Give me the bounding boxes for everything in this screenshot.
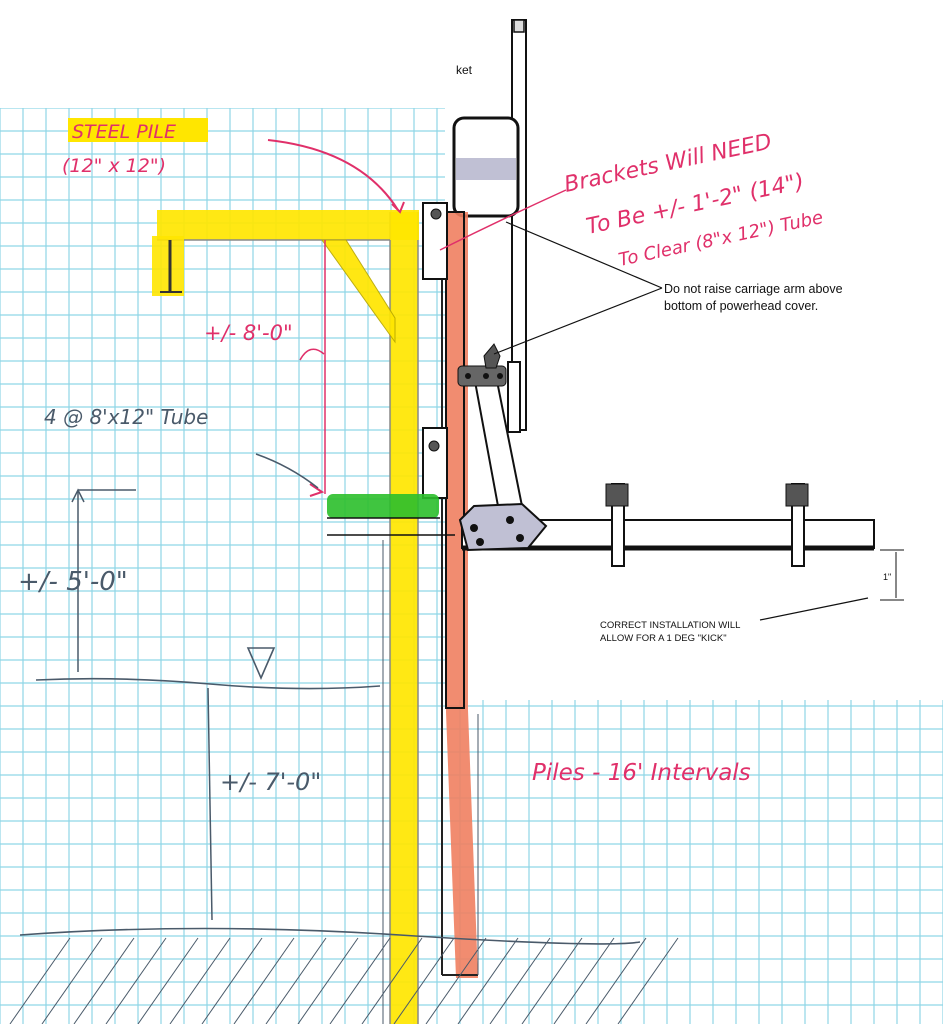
hatch-line	[553, 937, 615, 1024]
hatch-line	[457, 937, 519, 1024]
hatch-line	[233, 937, 295, 1024]
printed-drawing-area	[445, 0, 943, 700]
green-tube	[327, 494, 439, 518]
hatch-line	[489, 937, 551, 1024]
dim-8ft-label: +/- 8'-0"	[204, 321, 293, 345]
powerhead-band	[456, 158, 516, 180]
caution-line2: bottom of powerhead cover.	[664, 299, 818, 313]
kick-leader	[759, 597, 869, 621]
hatch-line	[425, 937, 487, 1024]
orange-pile	[446, 212, 478, 978]
carriage-top-bolt-2	[483, 373, 489, 379]
hatch-line	[617, 937, 679, 1024]
hatch-line	[9, 937, 71, 1024]
hatch-line	[73, 937, 135, 1024]
lift-mast-cap	[513, 19, 525, 33]
paper-top-margin	[0, 0, 943, 108]
piles-note: Piles - 16' Intervals	[532, 760, 751, 786]
tube-label: 4 @ 8'x12" Tube	[44, 405, 208, 429]
kick-note-line2: ALLOW FOR A 1 DEG "KICK"	[600, 633, 727, 644]
bunk-upright-1	[605, 483, 629, 567]
hatch-line	[265, 937, 327, 1024]
water-line	[35, 677, 381, 690]
carriage-guide	[507, 361, 521, 433]
steel-pile-label-line2: (12" x 12")	[62, 155, 166, 177]
red-arrow-to-tube	[309, 483, 325, 497]
steel-pile-label-line1: STEEL PILE	[72, 121, 176, 143]
hanger-post	[152, 236, 184, 296]
lower-bracket-bolt	[428, 440, 440, 452]
dim-5ft-label: +/- 5'-0"	[18, 567, 128, 597]
steel-pile-arrow	[267, 139, 399, 211]
brackets-arrow	[439, 189, 567, 251]
cable-pulley	[483, 343, 501, 369]
hatch-line	[361, 937, 423, 1024]
hatch-line	[521, 937, 583, 1024]
caution-leader-1	[505, 221, 663, 289]
kick-dim-label: 1"	[883, 572, 891, 582]
gusset-bolt-1	[470, 524, 478, 532]
hatch-line	[201, 937, 263, 1024]
hatch-line	[585, 937, 647, 1024]
top-clip-text: ket	[456, 63, 473, 77]
top-bracket-bolt	[430, 208, 442, 220]
hatch-line	[105, 937, 167, 1024]
steel-pile-arm	[157, 210, 419, 240]
kick-note-line1: CORRECT INSTALLATION WILL	[600, 620, 740, 631]
tube-label-arrow	[255, 453, 319, 489]
steel-pile-brace	[321, 239, 396, 344]
hatch-line	[393, 937, 455, 1024]
steel-pile-arrowhead	[391, 201, 405, 214]
lower-bracket	[422, 427, 448, 499]
water-level-triangle-icon	[246, 647, 276, 681]
carriage-top-plate	[457, 365, 507, 387]
gusset-bolt-3	[476, 538, 484, 546]
hatch-line	[297, 937, 359, 1024]
dim-5ft-arrow	[71, 488, 85, 503]
gusset-bolt-2	[506, 516, 514, 524]
seabed-line	[19, 927, 641, 945]
caution-line1: Do not raise carriage arm above	[664, 282, 843, 296]
seabed-hatching	[9, 937, 679, 1024]
caution-leader-2	[493, 287, 663, 355]
steel-pile-vertical	[390, 212, 418, 1024]
dim-7ft-line	[207, 687, 213, 921]
hatch-line	[169, 937, 231, 1024]
bunk-upright-2	[785, 483, 809, 567]
dim-8ft-squiggle	[299, 348, 325, 361]
hatch-line	[41, 937, 103, 1024]
dim-7ft-label: +/- 7'-0"	[220, 768, 321, 796]
carriage-top-bolt-1	[465, 373, 471, 379]
hatch-line	[137, 937, 199, 1024]
gusset-bolt-4	[516, 534, 524, 542]
carriage-top-bolt-3	[497, 373, 503, 379]
hatch-line	[329, 937, 391, 1024]
steel-pile-highlight	[68, 118, 208, 142]
